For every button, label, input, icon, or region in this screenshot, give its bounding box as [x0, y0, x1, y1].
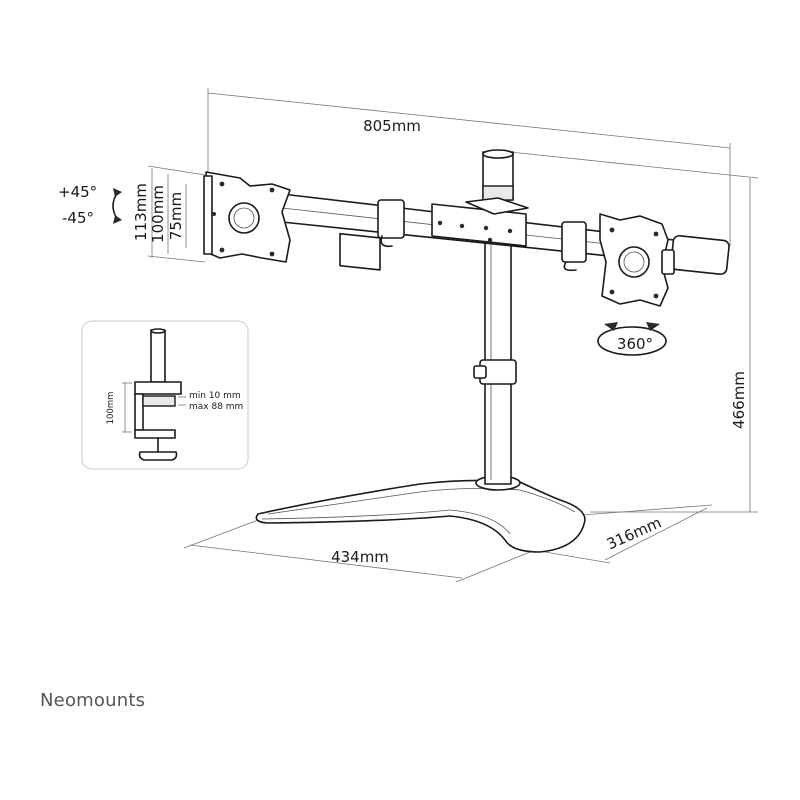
clamp-height-label: 100mm: [106, 392, 116, 425]
rotation-arrow-left-icon: [604, 322, 618, 331]
width-dimension: 805mm: [207, 88, 731, 246]
rotation-ellipse-icon: [597, 326, 667, 356]
stand-base: [255, 475, 586, 553]
tilt-up-label: +45°: [58, 183, 97, 201]
vesa-113-label: 113mm: [132, 183, 150, 241]
base-depth-label: 316mm: [604, 513, 664, 553]
rotation-arrow-right-icon: [646, 322, 660, 331]
clamp-min-label: min 10 mm: [189, 391, 241, 401]
left-vesa-plate: [203, 171, 291, 263]
height-dimension: 466mm: [509, 151, 759, 513]
arm-end-knob: [670, 234, 730, 276]
left-arm-joint: [339, 232, 381, 271]
clamp-max-label: max 88 mm: [189, 402, 243, 412]
tilt-indicator: +45° -45°: [58, 183, 122, 227]
right-arm-joint: [561, 221, 587, 263]
brand-logo-text: Neomounts: [40, 690, 146, 711]
rotation-label: 360°: [617, 335, 653, 353]
tilt-arrow-down-icon: [113, 215, 122, 224]
vesa-75-label: 75mm: [167, 192, 185, 240]
base-width-dimension: 434mm: [183, 519, 531, 583]
base-width-label: 434mm: [331, 548, 389, 566]
clamp-inset: 100mm min 10 mm max 88 mm: [81, 320, 249, 470]
vesa-dimensions: 113mm 100mm 75mm: [132, 165, 206, 263]
vesa-100-label: 100mm: [149, 185, 167, 243]
width-label: 805mm: [363, 117, 421, 135]
right-vesa-plate: [599, 213, 675, 307]
tilt-down-label: -45°: [62, 209, 94, 227]
rotation-indicator: 360°: [597, 322, 667, 356]
stand-pole: [473, 149, 517, 485]
tilt-arrow-up-icon: [113, 188, 122, 197]
height-label: 466mm: [730, 371, 748, 429]
